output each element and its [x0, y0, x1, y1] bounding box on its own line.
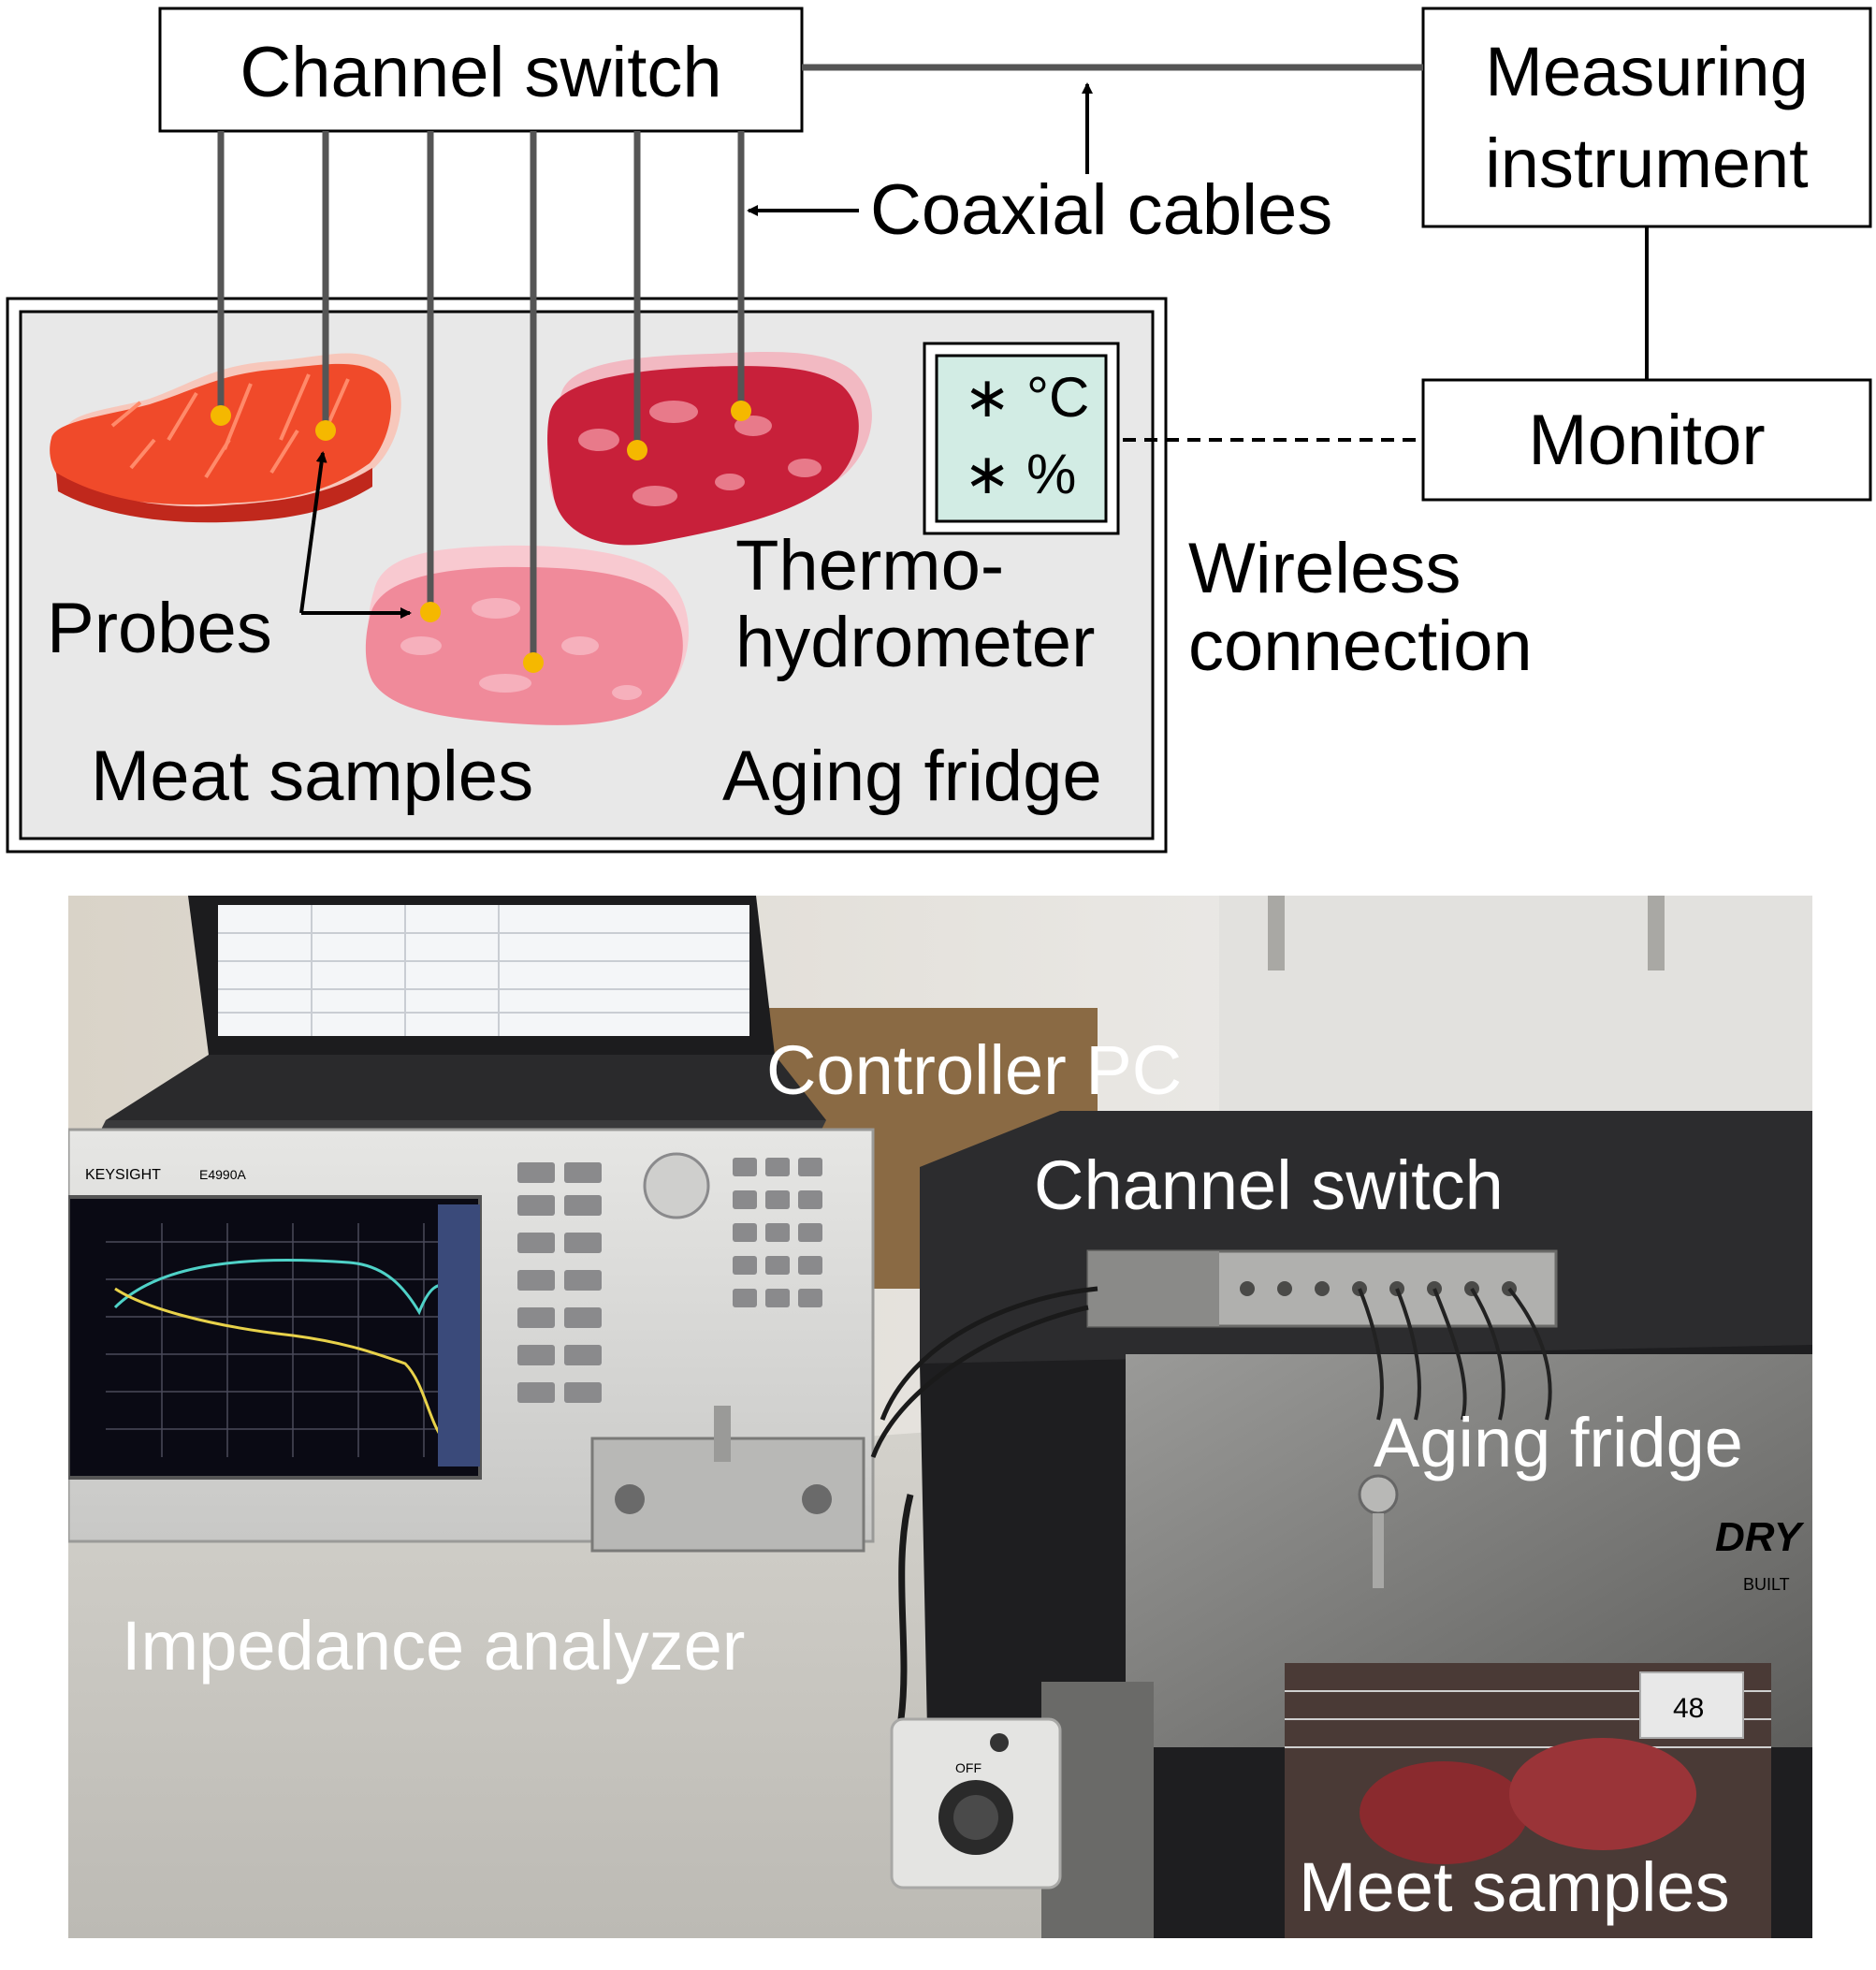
thermo-humidity-readout: ∗ %: [964, 443, 1076, 505]
thermo-hydrometer-device: ∗ °C ∗ %: [923, 342, 1120, 535]
dial-off-label: OFF: [955, 1760, 982, 1775]
analyzer-model: E4990A: [199, 1167, 246, 1182]
photo-cabinet-handle: [1268, 896, 1285, 970]
photo-cabinet-handle: [1648, 896, 1665, 970]
wireless-connection-label-line2: connection: [1188, 606, 1533, 686]
photo-impedance-analyzer-label: Impedance analyzer: [122, 1607, 745, 1685]
thermo-hydrometer-label-line1: Thermo-: [735, 526, 1004, 606]
probes-arrow-up: [299, 451, 327, 614]
thermo-hydrometer-label-line2: hydrometer: [735, 603, 1095, 682]
fridge-thermometer-display: 48: [1673, 1693, 1704, 1724]
probe-dot: [523, 652, 544, 673]
channel-switch-box: [158, 7, 804, 133]
photo-laptop: [96, 896, 826, 1139]
measuring-instrument-label-line2: instrument: [1485, 124, 1809, 202]
fridge-brand: DRY: [1715, 1514, 1805, 1560]
analyzer-trace-yellow: [114, 1287, 444, 1439]
meat-sample-1: [50, 353, 401, 523]
setup-photo: KEYSIGHT E4990A: [68, 896, 1812, 1938]
photo-aging-fridge-label: Aging fridge: [1374, 1404, 1743, 1481]
photo-meet-samples-label: Meet samples: [1299, 1848, 1730, 1926]
probe-dot: [315, 420, 336, 441]
coaxial-cables-label: Coaxial cables: [870, 170, 1332, 250]
photo-aging-fridge: DRY BUILT 48: [920, 1111, 1812, 1938]
photo-channel-switch-label: Channel switch: [1034, 1146, 1504, 1224]
probe-dot: [420, 602, 441, 622]
fridge-lock: [1358, 1474, 1399, 1515]
photo-channel-switch: [1086, 1249, 1558, 1421]
probes-label: Probes: [47, 589, 272, 668]
measurement-setup-diagram: Channel switch Measuring instrument Moni…: [6, 7, 1872, 854]
meat-sample-3: [365, 545, 690, 725]
measuring-instrument-label-line1: Measuring: [1485, 33, 1809, 110]
fridge-meat: [1360, 1761, 1528, 1864]
photo-controller-pc-label: Controller PC: [766, 1031, 1182, 1109]
fridge-meat: [1509, 1738, 1696, 1850]
wireless-connection-label-line1: Wireless: [1188, 529, 1461, 608]
probe-dot: [627, 440, 647, 460]
monitor-label: Monitor: [1528, 401, 1765, 480]
meat-samples-label: Meat samples: [91, 737, 533, 816]
analyzer-screen: [68, 1195, 482, 1480]
photo-cable: [870, 1286, 1098, 1458]
photo-impedance-analyzer: KEYSIGHT E4990A: [68, 1128, 875, 1553]
analyzer-brand: KEYSIGHT: [85, 1167, 161, 1183]
photo-cable: [897, 1494, 914, 1720]
analyzer-trace-cyan: [113, 1258, 453, 1316]
fridge-thermometer: [1639, 1671, 1744, 1739]
photo-dial-box: OFF: [890, 1717, 1062, 1890]
thermo-temp-readout: ∗ °C: [964, 366, 1089, 429]
aging-fridge-label: Aging fridge: [722, 737, 1102, 816]
fridge-built: BUILT: [1743, 1575, 1790, 1594]
analyzer-knob: [643, 1152, 710, 1219]
channel-switch-label: Channel switch: [240, 33, 721, 112]
probe-dot: [211, 405, 231, 426]
measuring-instrument-box: [1421, 7, 1872, 228]
probe-dot: [731, 401, 751, 421]
